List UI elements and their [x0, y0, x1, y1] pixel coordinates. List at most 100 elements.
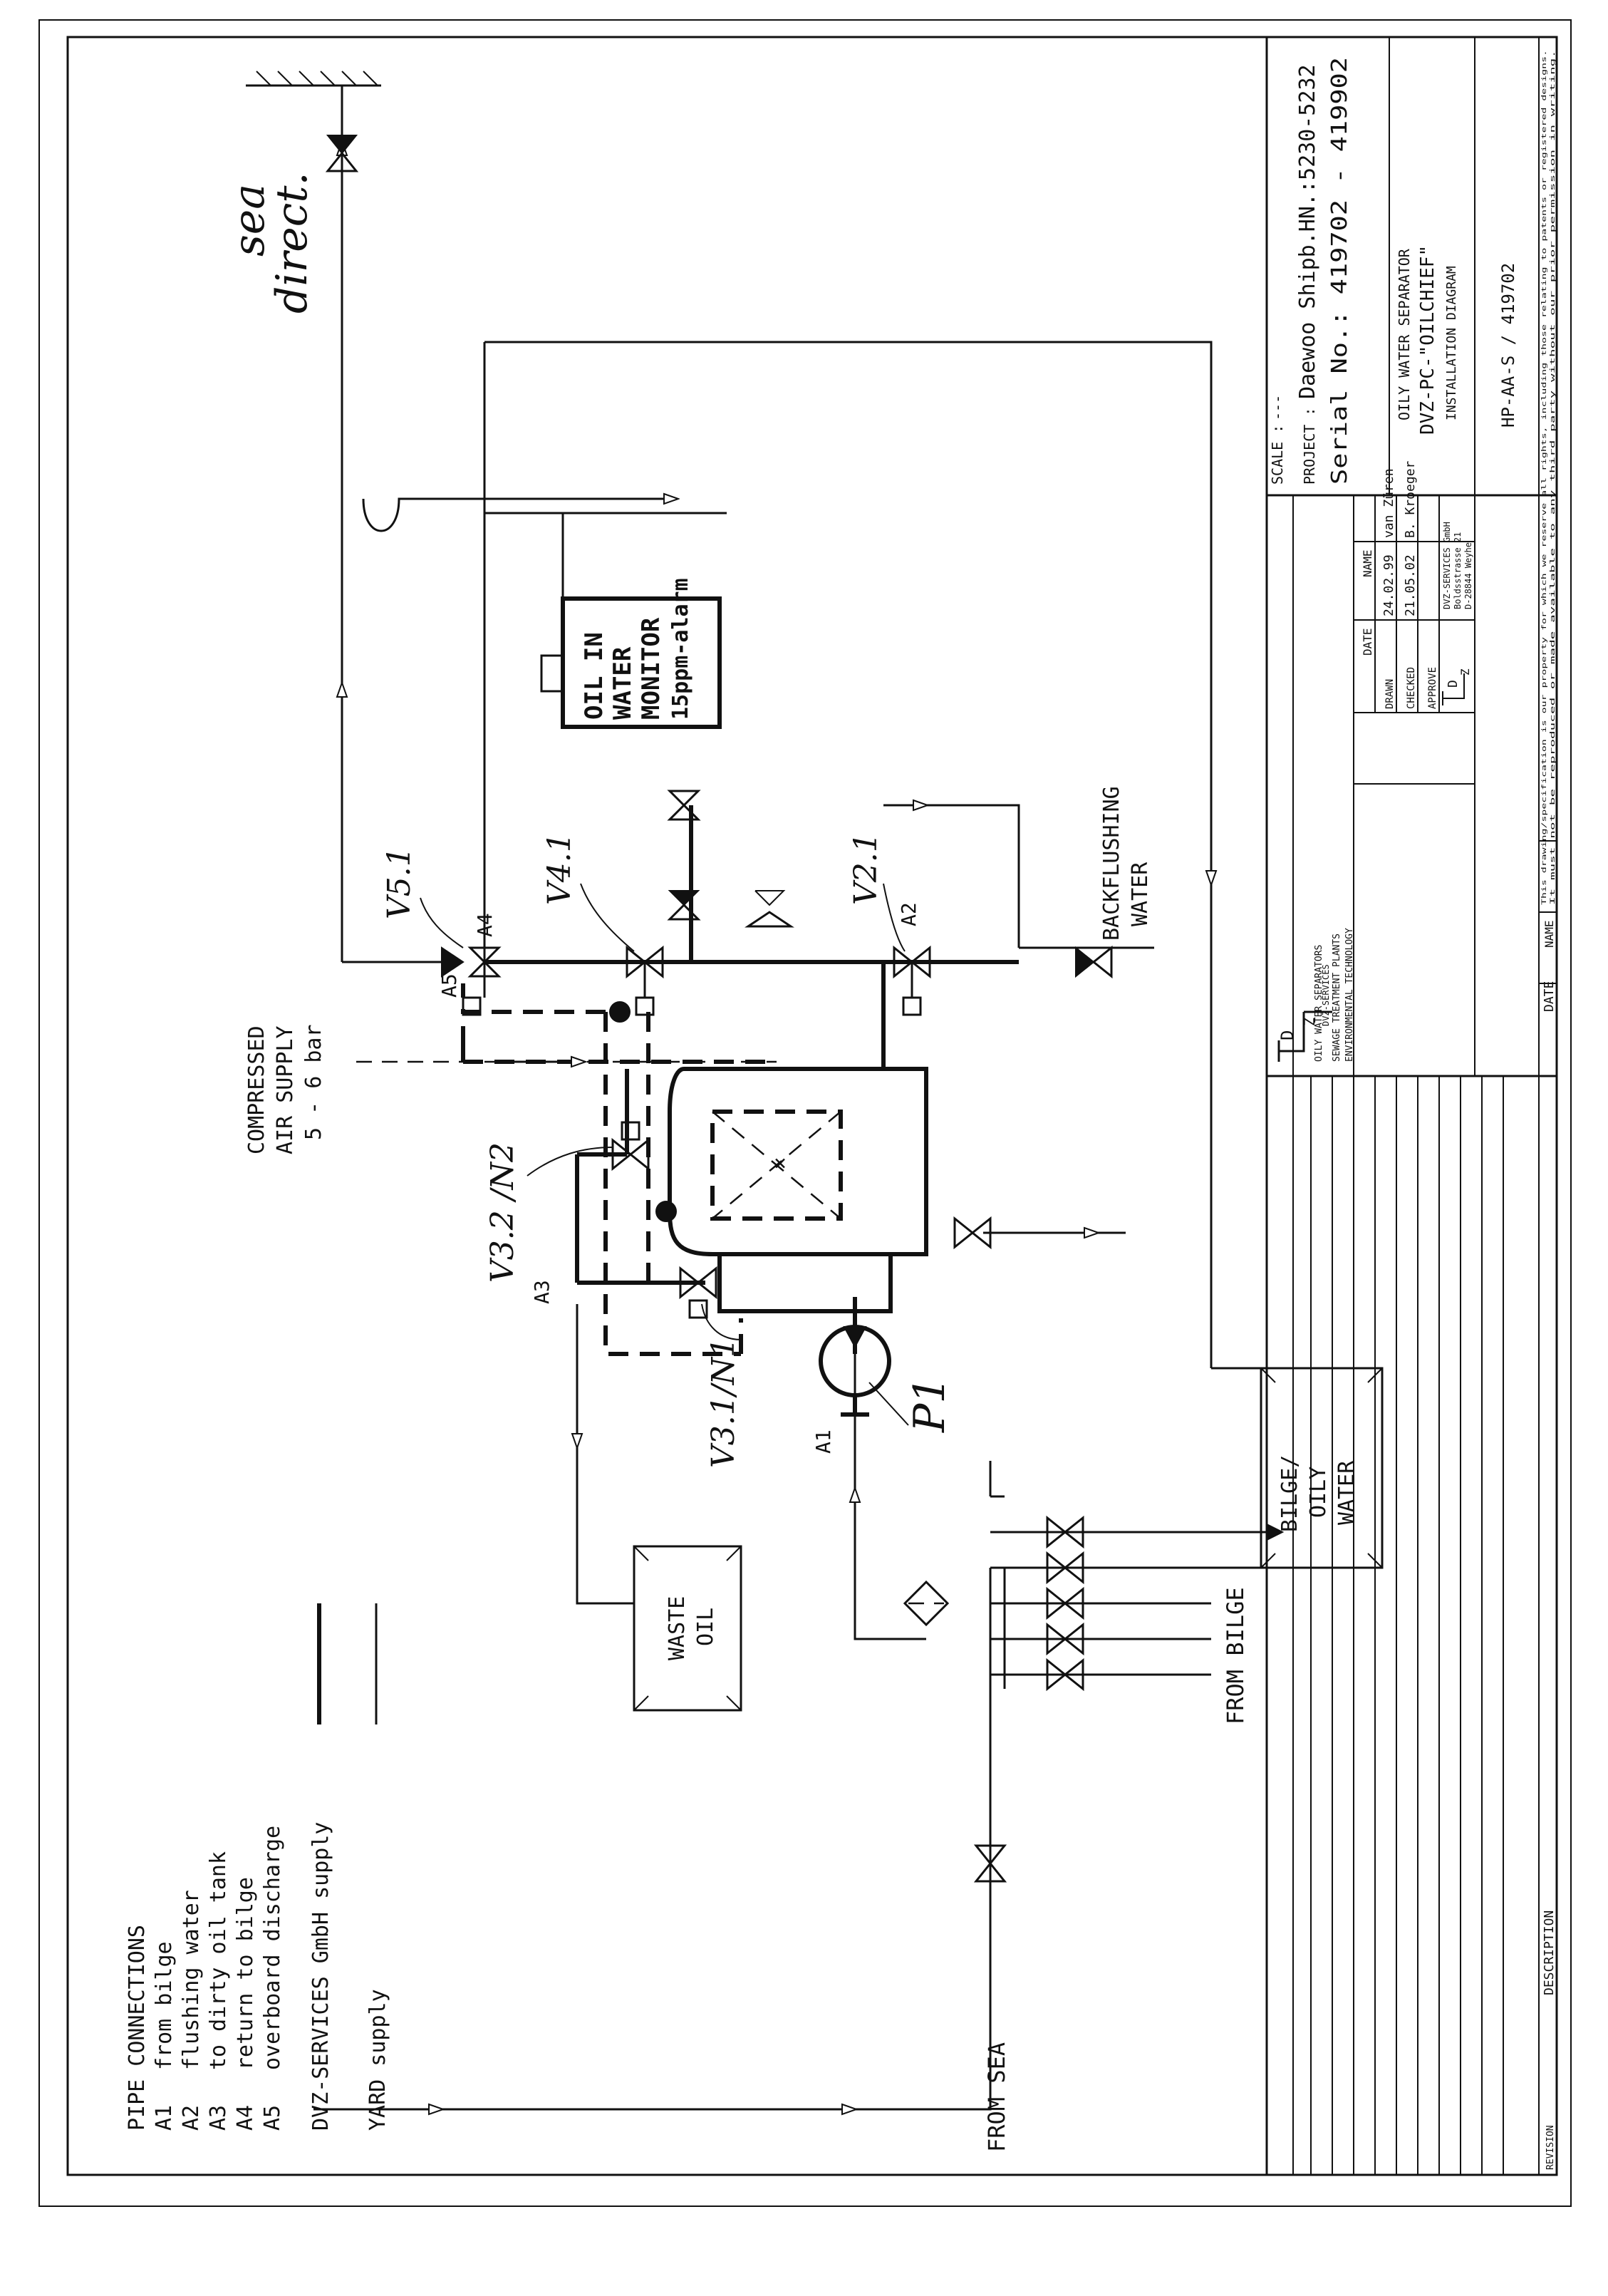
legend-text-a4: return to bilge: [233, 1877, 258, 2070]
level-sensor-lower: [655, 1201, 677, 1222]
scale-value: ---: [1269, 395, 1286, 420]
monitor-label-1: OIL IN: [580, 632, 608, 720]
drawing-number: HP-AA-S / 419702: [1498, 263, 1518, 428]
valve-backflushing: [1075, 945, 1113, 979]
logo-caption: DVZ-SERVICES: [1321, 964, 1331, 1026]
address-line-1: DVZ-SERVICES GmbH: [1442, 522, 1452, 609]
bilge-manifold-valves: [1046, 1515, 1084, 1692]
drawn-label: DRAWN: [1384, 679, 1396, 709]
monitor-label-2: WATER: [608, 646, 637, 720]
separator-tank: ×: [609, 1001, 928, 1313]
svg-text:D: D: [1277, 1030, 1297, 1040]
company-logo: D Z DVZ-SERVICES: [1277, 964, 1332, 1062]
legend-title: PIPE CONNECTIONS: [125, 1925, 150, 2131]
svg-text:Z: Z: [1458, 668, 1472, 676]
rev-description: DESCRIPTION: [1542, 1910, 1557, 1995]
drawing-title-1: OILY WATER SEPARATOR: [1396, 248, 1413, 420]
drawing-title-3: INSTALLATION DIAGRAM: [1444, 266, 1459, 420]
sea-direct-label-1: sea: [224, 184, 274, 257]
bilge-label-3: WATER: [1334, 1460, 1359, 1525]
strainer: [903, 1580, 950, 1627]
company-logo-small: D Z: [1442, 668, 1472, 705]
bilge-label-1: BILGE/: [1277, 1455, 1302, 1532]
tag-a4: A4: [473, 913, 497, 937]
waste-oil-tank: WASTE OIL: [633, 1545, 742, 1712]
copyright-line-2: It must not be reproduced or made availa…: [1550, 50, 1557, 905]
title-block: SCALE : --- PROJECT : Daewoo Shipb.HN.:5…: [1265, 37, 1557, 2175]
bilge-tank: BILGE/ OILY WATER: [1260, 1367, 1384, 1569]
scale-label: SCALE :: [1269, 425, 1286, 485]
tag-v3-1: V3.1/N1: [705, 1338, 742, 1468]
company-line-1: OILY WATER SEPARATORS: [1314, 945, 1324, 1062]
level-sensor-upper: [609, 1001, 631, 1023]
company-line-2: SEWAGE TREATMENT PLANTS: [1332, 934, 1342, 1062]
compressed-air-label-2: AIR SUPPLY: [273, 1025, 298, 1154]
tag-a2: A2: [897, 902, 920, 926]
company-line-3: ENVIRONMENTAL TECHNOLOGY: [1344, 928, 1355, 1062]
tag-v3-2: V3.2 /N2: [484, 1142, 521, 1283]
legend: PIPE CONNECTIONS A1 from bilge A2 flushi…: [125, 1603, 390, 2131]
valve-drain: [953, 1216, 992, 1250]
legend-text-a3: to dirty oil tank: [206, 1851, 231, 2070]
valve-sea-inlet: [973, 1844, 1007, 1883]
monitor-label-4: 15ppm-alarm: [668, 578, 693, 720]
waste-oil-label-1: WASTE: [665, 1596, 690, 1660]
safety-valve: [745, 890, 794, 928]
valve-v2-1: [893, 945, 931, 1016]
copyright-line-1: This drawing/specification is our proper…: [1541, 50, 1548, 905]
from-bilge-label: FROM BILGE: [1222, 1587, 1249, 1724]
valve-sea-direct: [325, 135, 359, 172]
ship-hull-hatch: [246, 71, 381, 87]
svg-text:Z: Z: [1301, 1018, 1318, 1026]
legend-text-a2: flushing water: [179, 1890, 204, 2070]
checked-date: 21.05.02: [1403, 554, 1418, 616]
tag-a3: A3: [530, 1280, 554, 1304]
legend-supply-yard: YARD supply: [365, 1989, 390, 2131]
project-label: PROJECT :: [1301, 408, 1318, 485]
tag-a1: A1: [811, 1429, 835, 1454]
waste-oil-label-2: OIL: [693, 1608, 718, 1646]
address-line-2: Boldsstrasse 21: [1453, 532, 1463, 609]
tag-v5-1: V5.1: [381, 847, 417, 919]
oil-in-water-monitor: OIL IN WATER MONITOR 15ppm-alarm: [540, 578, 722, 729]
valve-tags: V5.1 V4.1 V2.1 V3.2 /N2 V3.1/N1 A2 A3 A4…: [381, 832, 920, 1468]
from-sea-label: FROM SEA: [983, 2042, 1010, 2152]
sea-direct-label-2: direct.: [267, 172, 317, 314]
project-value: Daewoo Shipb.HN.:5230-5232: [1295, 64, 1320, 399]
svg-text:D: D: [1446, 680, 1461, 688]
yard-piping: [313, 86, 1304, 2109]
valve-v3-1: [679, 1266, 717, 1319]
svg-text:×: ×: [774, 1151, 787, 1176]
monitor-label-3: MONITOR: [637, 617, 665, 720]
checked-label: CHECKED: [1406, 667, 1417, 709]
bilge-label-2: OILY: [1306, 1467, 1331, 1518]
legend-code-a3: A3: [206, 2105, 231, 2131]
checked-name: B. Kroeger: [1403, 460, 1418, 538]
rev-revision: REVISION: [1545, 2125, 1556, 2170]
legend-code-a5: A5: [260, 2105, 285, 2131]
legend-supply-dvz: DVZ-SERVICES GmbH supply: [308, 1822, 333, 2131]
tag-a5: A5: [437, 973, 461, 998]
legend-code-a2: A2: [179, 2105, 204, 2131]
valve-v5-1: [441, 946, 502, 1016]
address-line-3: D-28844 Weyhe: [1463, 542, 1473, 609]
backflushing-label-2: WATER: [1128, 862, 1153, 926]
compressed-air-label-3: 5 - 6 bar: [301, 1024, 326, 1140]
legend-text-a1: from bilge: [152, 1941, 177, 2070]
pump-label: P1: [905, 1376, 955, 1433]
tag-v2-1: V2.1: [848, 832, 884, 905]
compressed-air-label-1: COMPRESSED: [244, 1025, 269, 1154]
pump-p1: P1 A1: [811, 1325, 955, 1454]
col-date: DATE: [1361, 628, 1374, 656]
drawing-title-2: DVZ-PC-"OILCHIEF": [1417, 245, 1438, 435]
drawn-name: van Züren: [1381, 468, 1396, 538]
valve-monitor-inlet: [667, 790, 701, 921]
legend-text-a5: overboard discharge: [260, 1826, 285, 2070]
valve-v3-2: [611, 1121, 650, 1172]
drawn-date: 24.02.99: [1381, 554, 1396, 616]
backflushing-label-1: BACKFLUSHING: [1099, 786, 1124, 941]
col-name: NAME: [1361, 549, 1374, 577]
rev-name: NAME: [1542, 920, 1556, 948]
serial-value: Serial No.: 419702 - 419902: [1327, 57, 1352, 485]
